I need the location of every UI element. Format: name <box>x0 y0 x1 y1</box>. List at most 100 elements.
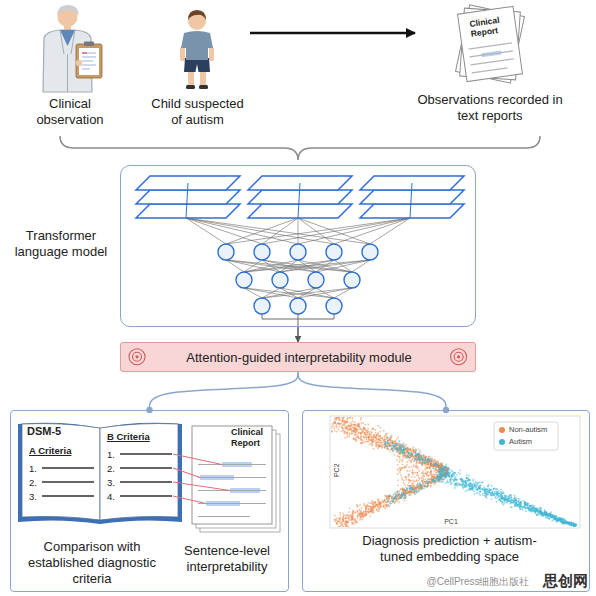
data-point <box>389 496 391 498</box>
data-point <box>403 449 405 451</box>
data-point <box>344 433 346 435</box>
data-point <box>359 426 361 428</box>
data-point <box>332 423 334 425</box>
layer-axis <box>186 183 188 218</box>
data-point <box>368 436 370 438</box>
data-point <box>341 421 343 423</box>
data-point <box>356 510 358 512</box>
data-point <box>367 508 369 510</box>
data-point <box>419 459 421 461</box>
data-point <box>422 479 424 481</box>
data-point <box>365 429 367 431</box>
data-point <box>406 464 408 466</box>
data-point <box>342 427 344 429</box>
neuron <box>290 298 306 314</box>
data-point <box>385 443 387 445</box>
data-point <box>407 454 409 456</box>
data-point <box>428 475 430 477</box>
data-point <box>410 494 412 496</box>
data-point <box>379 502 381 504</box>
data-point <box>413 489 415 491</box>
data-point <box>346 421 348 423</box>
layer-plane <box>360 204 464 218</box>
data-point <box>445 469 447 471</box>
data-point <box>355 439 357 441</box>
data-point <box>429 456 431 458</box>
data-point <box>405 494 407 496</box>
data-point <box>425 462 427 464</box>
data-point <box>334 422 336 424</box>
data-point <box>409 454 411 456</box>
data-point <box>339 419 341 421</box>
data-point <box>419 478 421 480</box>
data-point <box>341 426 343 428</box>
network-link <box>352 260 370 272</box>
data-point <box>430 460 432 462</box>
data-point <box>411 472 413 474</box>
neuron <box>326 298 342 314</box>
data-point <box>337 417 339 418</box>
data-point <box>437 461 439 463</box>
data-point <box>432 465 434 467</box>
data-point <box>377 498 379 500</box>
data-point <box>412 484 414 486</box>
data-point <box>423 454 425 456</box>
data-point <box>356 520 358 522</box>
data-point <box>412 479 414 481</box>
grouping-brace <box>60 136 540 160</box>
data-point <box>391 449 393 451</box>
data-point <box>403 466 405 468</box>
data-point <box>366 438 368 440</box>
data-point <box>409 480 411 482</box>
data-point <box>346 517 348 519</box>
data-point <box>421 463 423 465</box>
data-point <box>401 488 403 490</box>
data-point <box>383 502 385 504</box>
data-point <box>346 420 348 422</box>
data-point <box>346 526 348 527</box>
data-point <box>396 459 398 461</box>
data-point <box>440 464 442 466</box>
data-point <box>387 440 389 442</box>
neuron <box>236 272 252 288</box>
network-link <box>316 260 370 272</box>
data-point <box>360 516 362 518</box>
data-point <box>443 473 445 475</box>
data-point <box>351 516 353 518</box>
data-point <box>395 440 397 442</box>
data-point <box>373 434 375 436</box>
data-point <box>403 489 405 491</box>
data-point <box>366 429 368 431</box>
data-point <box>399 446 401 448</box>
data-point <box>392 448 394 450</box>
data-point <box>351 432 353 434</box>
data-point <box>369 443 371 445</box>
data-point <box>338 526 340 527</box>
data-point <box>391 498 393 500</box>
data-point <box>392 440 394 442</box>
data-point <box>399 449 401 451</box>
data-point <box>355 434 357 436</box>
network-link <box>226 218 410 244</box>
data-point <box>407 452 409 454</box>
data-point <box>334 422 336 424</box>
data-point <box>388 496 390 498</box>
data-point <box>353 438 355 440</box>
data-point <box>356 425 358 427</box>
data-point <box>379 506 381 508</box>
data-point <box>379 446 381 448</box>
data-point <box>431 463 433 465</box>
data-point <box>346 525 348 527</box>
network-link <box>370 218 410 244</box>
data-point <box>358 437 360 439</box>
data-point <box>411 452 413 454</box>
data-point <box>409 491 411 493</box>
data-point <box>423 458 425 460</box>
data-point <box>414 493 416 495</box>
data-point <box>364 514 366 516</box>
data-point <box>336 431 338 433</box>
data-point <box>340 431 342 433</box>
data-point <box>334 520 336 522</box>
data-point <box>361 507 363 509</box>
